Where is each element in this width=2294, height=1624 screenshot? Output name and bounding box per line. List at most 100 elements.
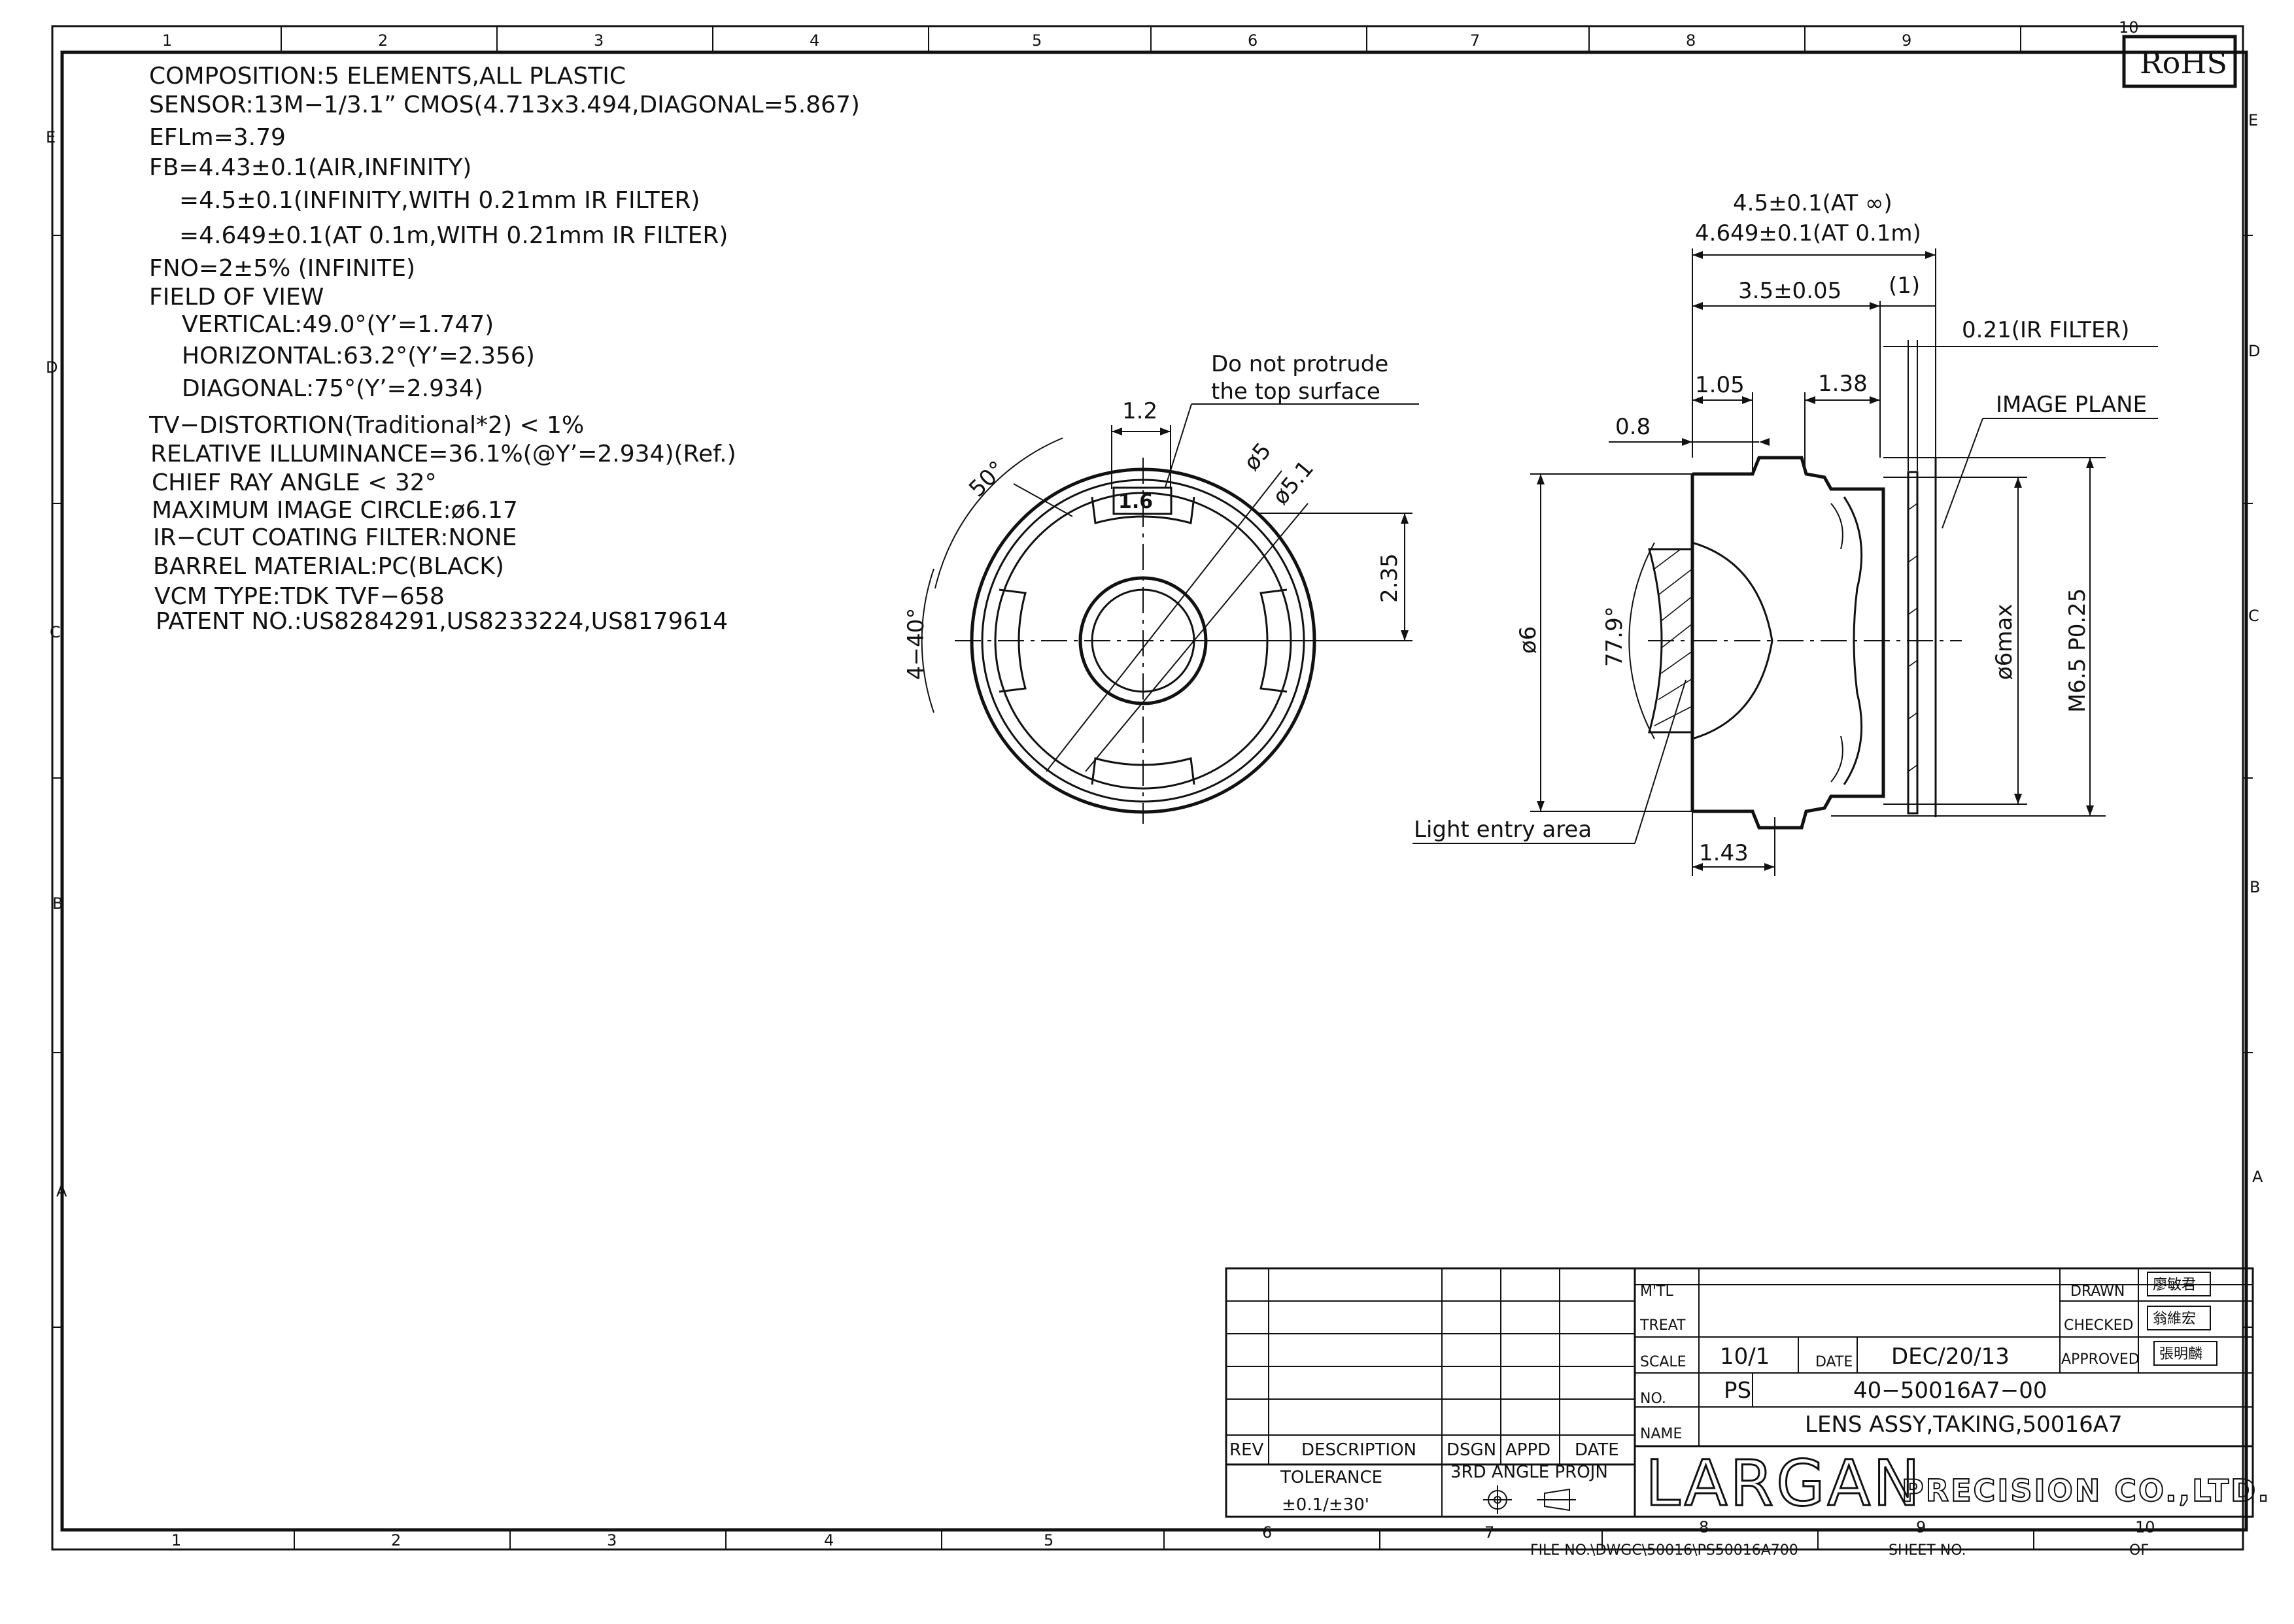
dsgn-header: DSGN [1447,1440,1496,1460]
treat-label: TREAT [1639,1317,1686,1334]
zone-right-b: B [2250,878,2260,896]
side-dim-143: 1.43 [1699,840,1749,866]
note-fb: FB=4.43±0.1(AIR,INFINITY) [149,154,471,181]
scale-value: 10/1 [1720,1344,1770,1370]
note-fov: FIELD OF VIEW [149,284,324,311]
front-note-line2: the top surface [1211,379,1380,405]
no-label: NO. [1640,1391,1666,1407]
approved-label: APPROVED [2061,1351,2140,1368]
note-fov-vertical: VERTICAL:49.0°(Y’=1.747) [182,311,494,338]
side-dim-1: (1) [1889,273,1920,299]
zone-right-e: E [2248,111,2258,129]
front-dim-d5: ø5 [1239,438,1276,476]
front-slot-label: 1.6 [1118,490,1153,513]
front-dim-angle: 50° [964,456,1010,502]
scale-label: SCALE [1640,1354,1686,1370]
zone-top-9: 9 [1902,31,1911,50]
tolerance-label: TOLERANCE [1280,1468,1382,1487]
front-dim-height: 2.35 [1377,553,1403,603]
side-dim-779: 77.9° [1601,606,1628,667]
description-header: DESCRIPTION [1301,1440,1416,1460]
front-dim-slots: 4−40° [903,608,929,680]
mtl-label: M'TL [1640,1283,1673,1300]
note-fb-near: =4.649±0.1(AT 0.1m,WITH 0.21mm IR FILTER… [179,222,728,249]
note-vcm: VCM TYPE:TDK TVF−658 [154,583,445,610]
note-fb-infinity: =4.5±0.1(INFINITY,WITH 0.21mm IR FILTER) [179,187,700,214]
sheet-frame [51,25,2253,1551]
part-name: LENS ASSY,TAKING,50016A7 [1805,1412,2123,1438]
front-dim-d51: ø5.1 [1267,456,1319,510]
note-fno: FNO=2±5% (INFINITE) [149,255,415,282]
name-label: NAME [1640,1426,1682,1442]
note-composition: COMPOSITION:5 ELEMENTS,ALL PLASTIC [149,63,626,90]
zone-top-10: 10 [2119,18,2139,37]
zone-left-a: A [56,1182,67,1200]
spec-notes: COMPOSITION:5 ELEMENTS,ALL PLASTIC SENSO… [148,63,860,635]
drawn-signature: 廖敏君 [2153,1277,2196,1293]
side-dim-105: 1.05 [1695,372,1745,398]
zone-bottom-8: 8 [1699,1518,1709,1536]
checked-signature: 翁維宏 [2153,1311,2196,1327]
zone-right-d: D [2248,342,2260,360]
zone-bottom-1: 1 [171,1531,181,1549]
zone-right-a: A [2252,1168,2263,1186]
zone-bottom-7: 7 [1484,1523,1494,1542]
rohs-mark: RoHS [2122,35,2237,88]
projection-label: 3RD ANGLE PROJN [1450,1463,1608,1482]
note-image-circle: MAXIMUM IMAGE CIRCLE:ø6.17 [152,497,518,524]
side-view: 4.5±0.1(AT ∞) 4.649±0.1(AT 0.1m) 3.5±0.0… [1412,190,2158,876]
zone-top-6: 6 [1248,31,1258,50]
side-dim-fb-near: 4.649±0.1(AT 0.1m) [1695,220,1921,246]
zone-bottom-3: 3 [607,1531,617,1549]
side-dim-thread: M6.5 P0.25 [2064,588,2091,713]
zone-left-c: C [50,623,61,641]
date-header: DATE [1575,1440,1619,1460]
zone-labels-bottom: 1 2 3 4 5 6 7 8 9 10 [171,1518,2155,1549]
tolerance-value: ±0.1/±30' [1282,1495,1369,1515]
front-view: 1.6 1.2 Do not protrude the top surface … [903,351,1419,824]
note-illuminance: RELATIVE ILLUMINANCE=36.1%(@Y’=2.934)(Re… [150,441,736,467]
note-barrel: BARREL MATERIAL:PC(BLACK) [153,553,504,580]
zone-left-b: B [52,894,63,913]
zone-bottom-2: 2 [391,1531,401,1549]
company-name: PRECISION CO.,LTD. [1902,1473,2271,1508]
note-patent: PATENT NO.:US8284291,US8233224,US8179614 [156,608,728,635]
side-dim-d6max: ø6max [1991,603,2017,680]
drawn-label: DRAWN [2070,1283,2125,1300]
zone-labels-top: 1 2 3 4 5 6 7 8 9 10 [162,18,2139,50]
zone-top-8: 8 [1686,31,1696,50]
third-angle-projection-icon [1483,1485,1576,1514]
sheet-of: OF [2129,1542,2149,1559]
zone-bottom-9: 9 [1916,1518,1926,1536]
side-dim-fb-inf: 4.5±0.1(AT ∞) [1733,190,1892,216]
zone-left-e: E [46,128,56,146]
date-label: DATE [1815,1354,1853,1370]
zone-top-7: 7 [1470,31,1480,50]
side-image-plane: IMAGE PLANE [1996,392,2147,418]
title-block: REV DESCRIPTION DSGN APPD DATE TOLERANCE… [1225,1267,2271,1559]
date-value: DEC/20/13 [1891,1344,2010,1370]
no-prefix: PS [1724,1378,1751,1404]
zone-bottom-4: 4 [824,1531,834,1549]
file-number: FILE NO.\DWGC\50016\PS50016A700 [1530,1542,1798,1559]
sheet-number: SHEET NO. [1889,1542,1966,1559]
zone-top-3: 3 [594,31,604,50]
note-distortion: TV−DISTORTION(Traditional*2) < 1% [148,412,584,439]
zone-bottom-5: 5 [1044,1531,1053,1549]
checked-label: CHECKED [2064,1317,2133,1334]
rohs-label: RoHS [2140,45,2227,80]
zone-bottom-6: 6 [1262,1523,1272,1542]
side-dim-d6: ø6 [1515,626,1541,654]
zone-top-2: 2 [378,31,388,50]
company-logo: LARGAN [1645,1447,1923,1520]
note-sensor: SENSOR:13M−1/3.1” CMOS(4.713x3.494,DIAGO… [149,92,860,118]
side-light-entry: Light entry area [1414,817,1592,843]
zone-top-1: 1 [162,31,172,50]
zone-labels-side: E D C B A E D C B A [46,111,2263,1200]
note-efl: EFLm=3.79 [149,124,286,151]
zone-top-4: 4 [810,31,819,50]
zone-top-5: 5 [1032,31,1042,50]
side-dim-35: 3.5±0.05 [1738,278,1841,304]
